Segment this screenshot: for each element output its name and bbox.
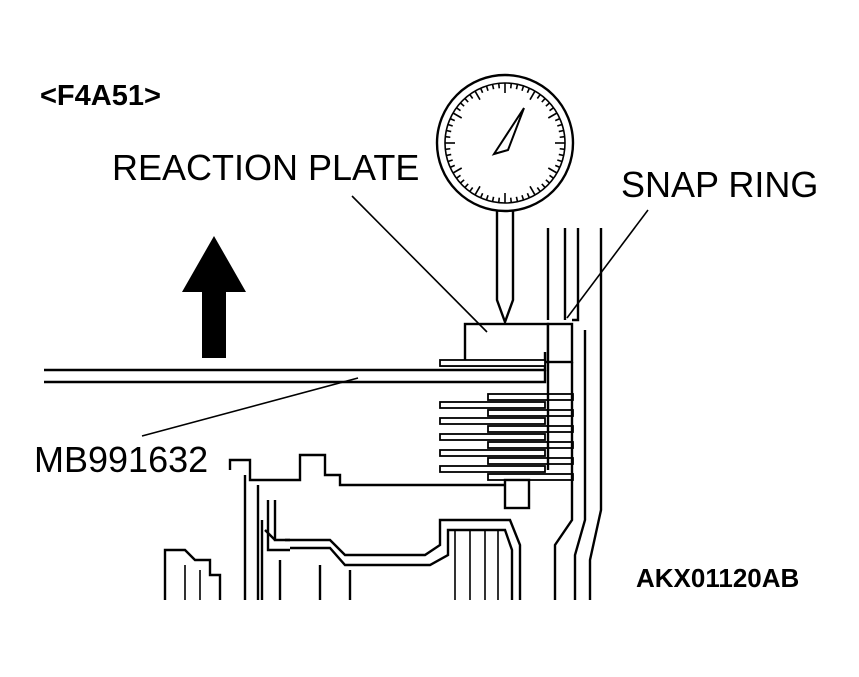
snap-ring-label: SNAP RING — [621, 164, 819, 205]
clutch-discs — [439, 359, 574, 481]
dial-tick — [485, 195, 489, 201]
dial-tick — [464, 183, 469, 189]
dial-tick — [449, 117, 456, 122]
clutch-hub — [163, 453, 531, 600]
dial-tick — [452, 167, 463, 174]
dial-tick — [497, 197, 501, 203]
dial-tick — [469, 187, 474, 193]
dial-tick — [485, 85, 489, 91]
clutch-disc — [487, 425, 574, 433]
dial-tick — [545, 102, 551, 107]
gauge-stem — [495, 211, 515, 326]
clutch-disc — [439, 401, 546, 409]
dial-tick — [445, 135, 451, 139]
dial-tick — [447, 159, 453, 163]
dial-tick — [469, 93, 474, 99]
clutch-disc — [487, 441, 574, 449]
dial-needle — [491, 107, 525, 156]
dial-tick — [557, 123, 563, 127]
dial-tick — [446, 153, 452, 157]
dial-tick — [515, 196, 519, 202]
up-arrow — [182, 236, 246, 358]
dial-tick — [558, 129, 564, 133]
dial-tick — [547, 167, 558, 174]
clutch-disc — [487, 473, 574, 481]
dial-tick — [491, 196, 495, 202]
dial-tick — [464, 97, 469, 103]
clutch-disc — [487, 457, 574, 465]
leader-lines — [141, 195, 649, 437]
dial-tick — [536, 187, 541, 193]
dial-tick — [449, 164, 456, 169]
snap-ring — [546, 322, 574, 364]
dial-tick — [509, 197, 513, 203]
dial-tick — [509, 83, 513, 89]
dial-tick — [541, 97, 546, 103]
dial-tick — [547, 112, 558, 119]
dial-tick — [479, 192, 484, 199]
tool-label: MB991632 — [34, 439, 209, 480]
dial-tick — [545, 179, 551, 184]
dial-tick — [526, 87, 531, 94]
dial-tick — [474, 90, 481, 101]
dial-tick — [446, 129, 452, 133]
dial-tick — [557, 159, 563, 163]
clutch-disc — [439, 433, 546, 441]
dial-tick — [559, 135, 565, 139]
dial-tick — [459, 102, 465, 107]
dial-tick — [541, 183, 546, 189]
dial-tick — [515, 84, 519, 90]
dial-tick — [526, 192, 531, 199]
reaction-plate-label: REACTION PLATE — [112, 147, 420, 188]
dial-ticks — [445, 83, 565, 203]
dial-tick — [529, 90, 536, 101]
dial-tick — [521, 85, 525, 91]
dial-tick — [455, 107, 461, 112]
dial-tick — [447, 123, 453, 127]
figure-code-label: AKX01120AB — [636, 563, 800, 593]
dial-tick — [559, 147, 565, 151]
dial-tick — [549, 174, 555, 179]
dial-tick — [554, 164, 561, 169]
clutch-disc — [439, 465, 546, 473]
dial-tick — [536, 93, 541, 99]
dial-tick — [497, 83, 501, 89]
dial-tick — [455, 174, 461, 179]
transmission-case — [546, 228, 603, 600]
dial-tick — [529, 185, 536, 196]
dial-tick — [479, 87, 484, 94]
dial-tick — [474, 185, 481, 196]
clutch-disc — [439, 417, 546, 425]
dial-tick — [558, 153, 564, 157]
clutch-disc — [439, 359, 546, 367]
clutch-disc — [487, 393, 574, 401]
model-label: <F4A51> — [40, 80, 161, 112]
clutch-disc — [487, 409, 574, 417]
dial-tick — [554, 117, 561, 122]
dial-tick — [521, 195, 525, 201]
dial-tick — [491, 84, 495, 90]
dial-tick — [549, 107, 555, 112]
dial-tick — [445, 147, 451, 151]
reaction-plate — [463, 322, 550, 364]
dial-tick — [452, 112, 463, 119]
dial-gauge — [435, 73, 575, 326]
dial-tick — [459, 179, 465, 184]
clutch-disc — [439, 449, 546, 457]
